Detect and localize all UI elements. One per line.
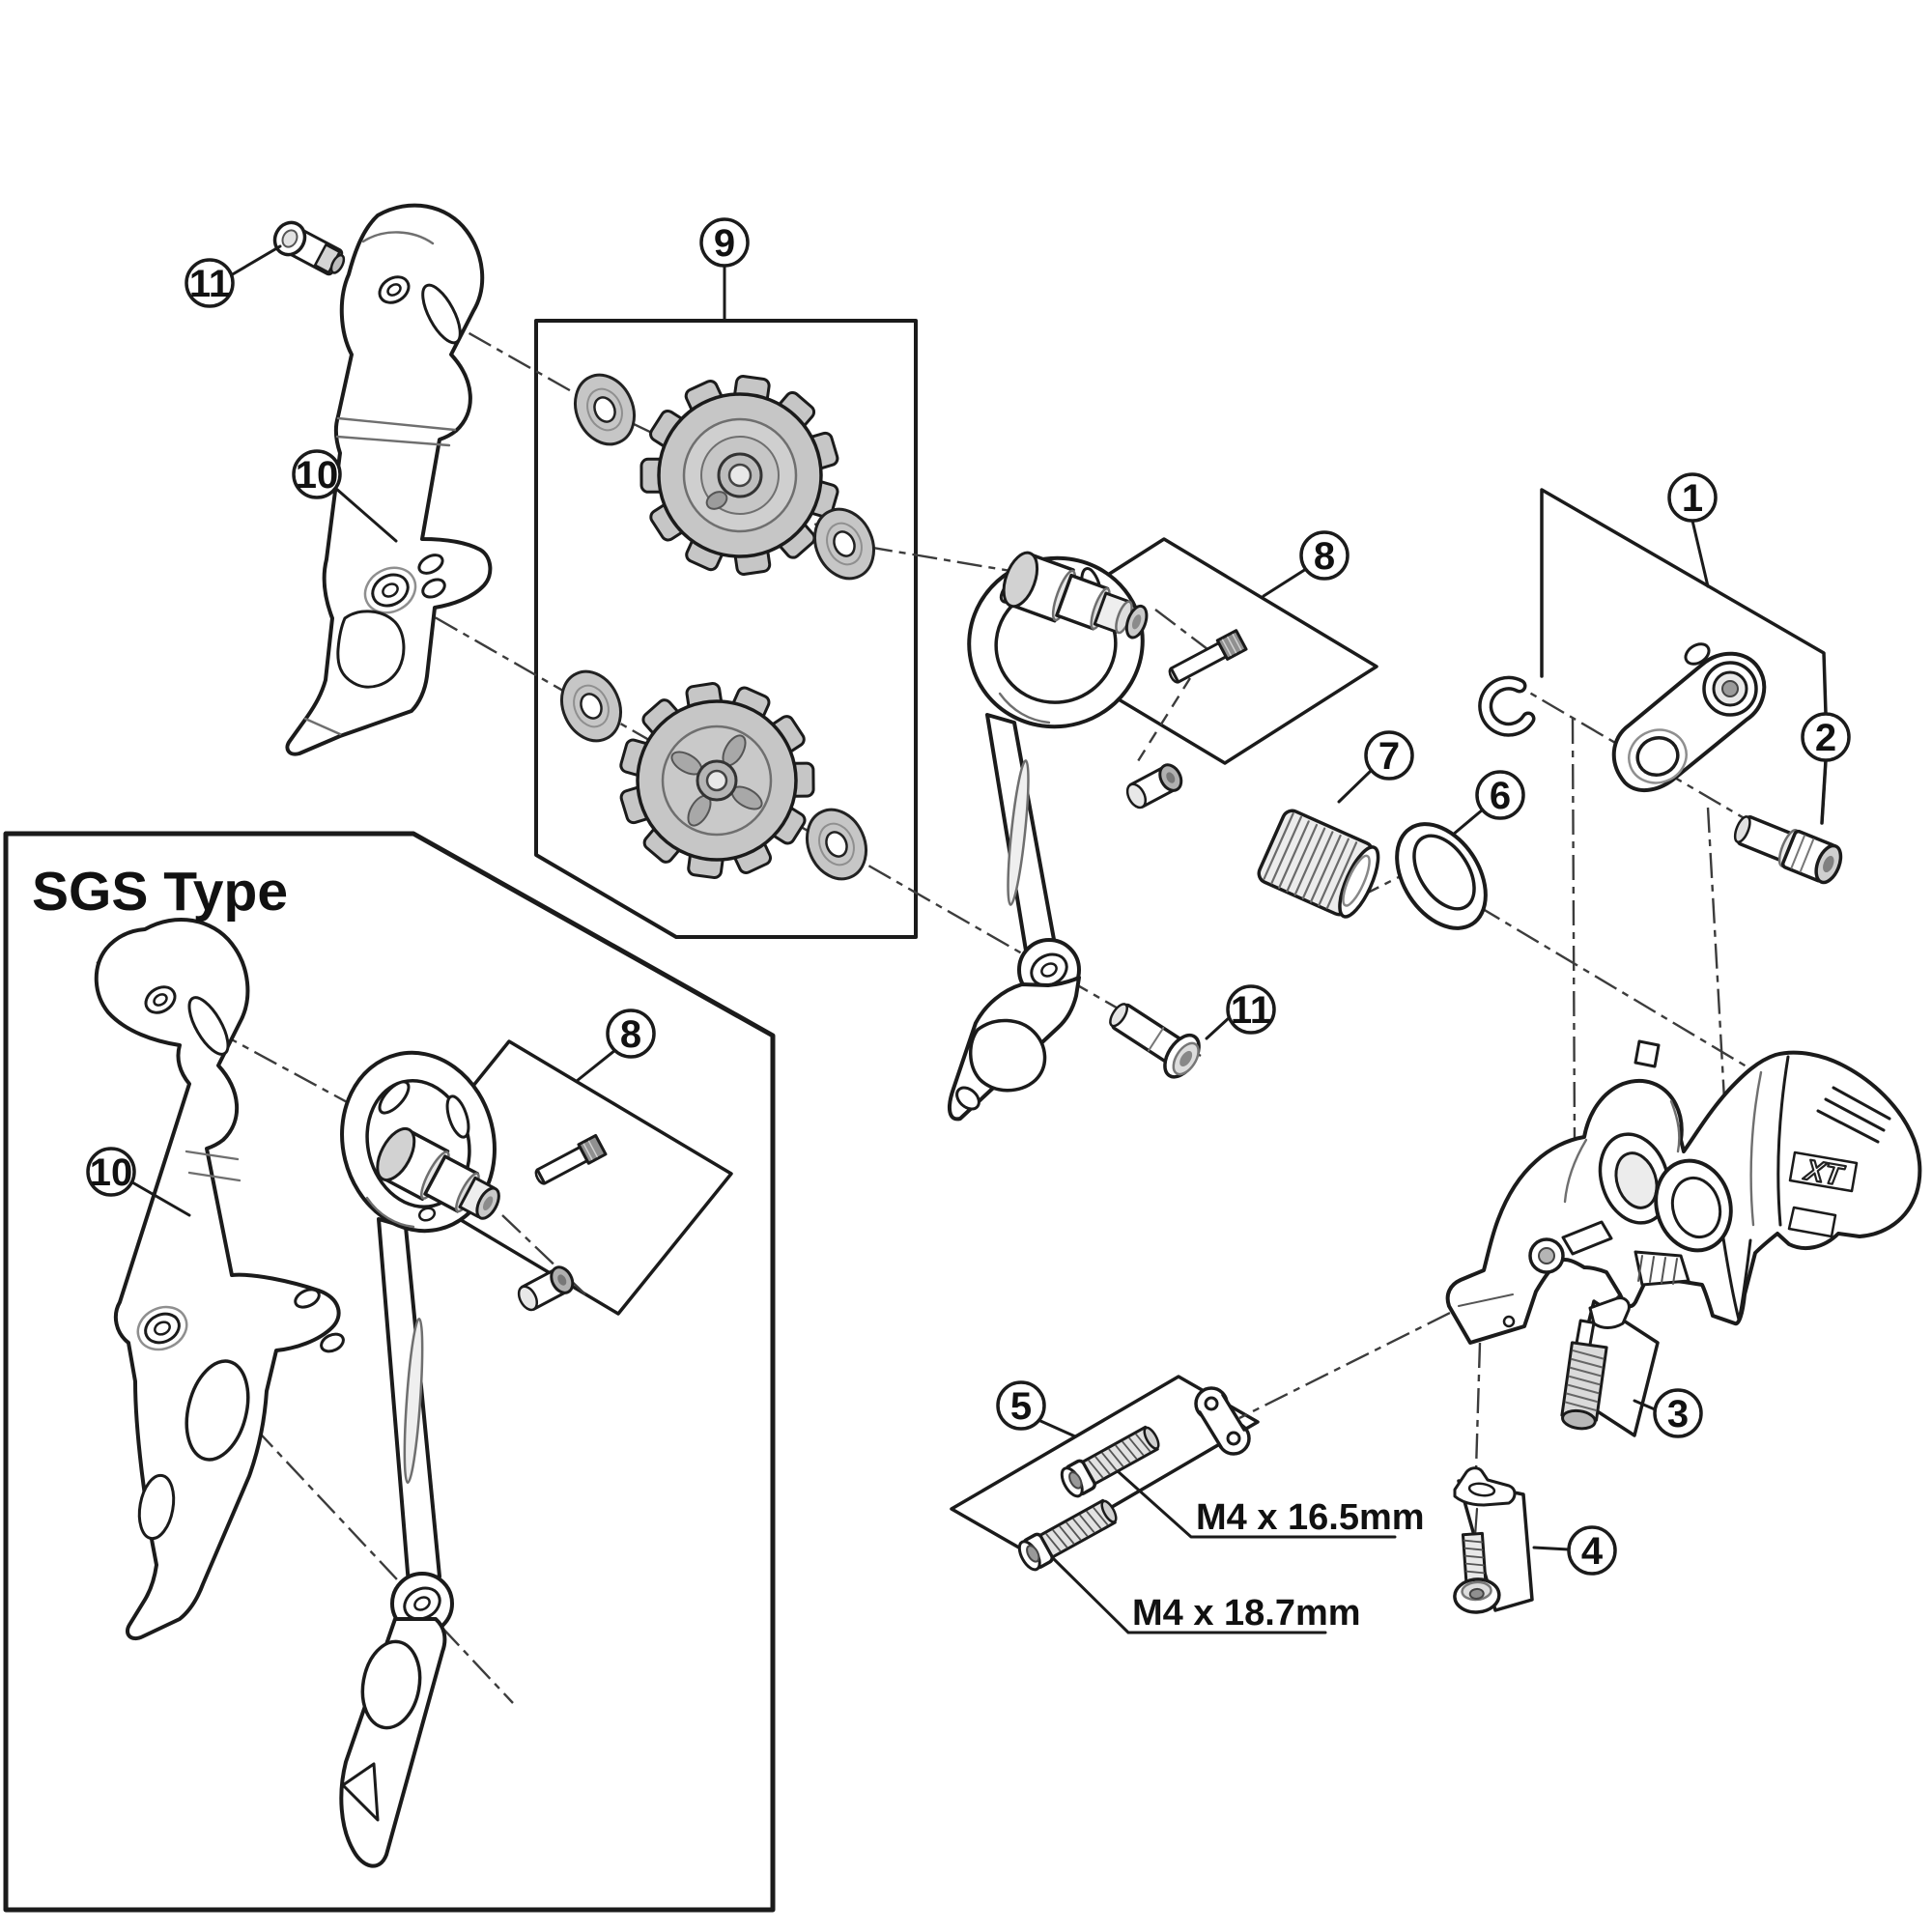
callout-number: 8 (620, 1013, 641, 1056)
pulley-set-box-9 (534, 319, 918, 939)
callout-number: 7 (1378, 735, 1400, 778)
callout-4: 4 (1532, 1525, 1617, 1576)
callout-6: 6 (1451, 770, 1525, 837)
callout-number: 10 (90, 1151, 133, 1194)
callout-2: 2 (1801, 712, 1851, 825)
spring-pin-assembly (1560, 1296, 1631, 1431)
cable-bolt-box-5 (950, 1375, 1260, 1556)
callout-number: 1 (1682, 477, 1703, 520)
callout-number: 4 (1581, 1530, 1604, 1573)
plate-fixing-bolt-11-mid (1109, 1003, 1201, 1079)
sgs-type-label: SGS Type (32, 861, 288, 923)
callout-number: 2 (1815, 717, 1836, 759)
callout-3: 3 (1633, 1388, 1703, 1438)
callout-number: 3 (1667, 1393, 1689, 1435)
callout-7: 7 (1337, 730, 1414, 804)
callout-number: 9 (714, 222, 735, 265)
snap-c-clip (1478, 675, 1536, 737)
pulley-axle-unit-sgs (376, 1126, 500, 1220)
callout-number: 6 (1490, 775, 1511, 817)
pulley-washer (794, 798, 879, 891)
b-tension-spring (1257, 809, 1380, 919)
bolt-m4-18-7 (1013, 1493, 1122, 1575)
xt-logo-plate (1788, 1151, 1859, 1193)
callout-number: 5 (1010, 1385, 1032, 1428)
plate-fixing-bolt-11-top (272, 220, 346, 276)
callout-8: 8 (1262, 530, 1350, 598)
sgs-type-box (3, 831, 776, 1913)
callout-11: 11 (1205, 984, 1276, 1040)
pulley-bolt-long-main (1168, 629, 1248, 684)
inner-plate-sgs (94, 917, 345, 1641)
callout-11: 11 (185, 244, 282, 308)
pulley-bolt-short-main (1125, 763, 1183, 810)
cable-fixing-bolt-unit (1013, 1386, 1251, 1575)
callout-number: 10 (296, 454, 339, 497)
pulley-washer (562, 363, 647, 456)
cable-clamp-assembly (1453, 1466, 1517, 1614)
callout-number: 8 (1314, 535, 1335, 578)
dim-label-16-5: M4 x 16.5mm (1196, 1497, 1425, 1538)
callout-8: 8 (575, 1009, 656, 1083)
pulley-bolt-long-sgs (534, 1133, 608, 1185)
body-logo: XT (1801, 1154, 1847, 1193)
dim-label-18-7: M4 x 18.7mm (1132, 1593, 1361, 1634)
callout-layer: 11 10 9 8 7 6 1 2 11 5 3 4 10 8 (86, 217, 1851, 1576)
dimension-callouts: M4 x 16.5mm M4 x 18.7mm (1051, 1469, 1425, 1634)
bracket-axle-bolt (1733, 815, 1843, 885)
guide-pulley (619, 682, 815, 880)
derailleur-body: XT (1445, 1039, 1922, 1345)
outer-plate-sgs-assembly (339, 1050, 500, 1868)
pulley-axle-unit (1002, 551, 1149, 639)
seal-ring (1395, 822, 1488, 930)
outer-plate-main-assembly (947, 551, 1149, 1122)
callout-10: 10 (86, 1147, 191, 1217)
callout-9: 9 (699, 217, 750, 321)
callout-10: 10 (292, 449, 398, 543)
callout-number: 11 (189, 263, 230, 305)
callout-5: 5 (996, 1380, 1077, 1438)
pulley-washer (549, 660, 634, 753)
tension-pulley (639, 375, 839, 576)
inner-plate-main (285, 203, 493, 756)
callout-number: 11 (1231, 989, 1271, 1032)
pulley-bolt-short-sgs (517, 1265, 575, 1312)
bracket-axle-link (1611, 642, 1767, 792)
callout-1: 1 (1667, 472, 1718, 588)
